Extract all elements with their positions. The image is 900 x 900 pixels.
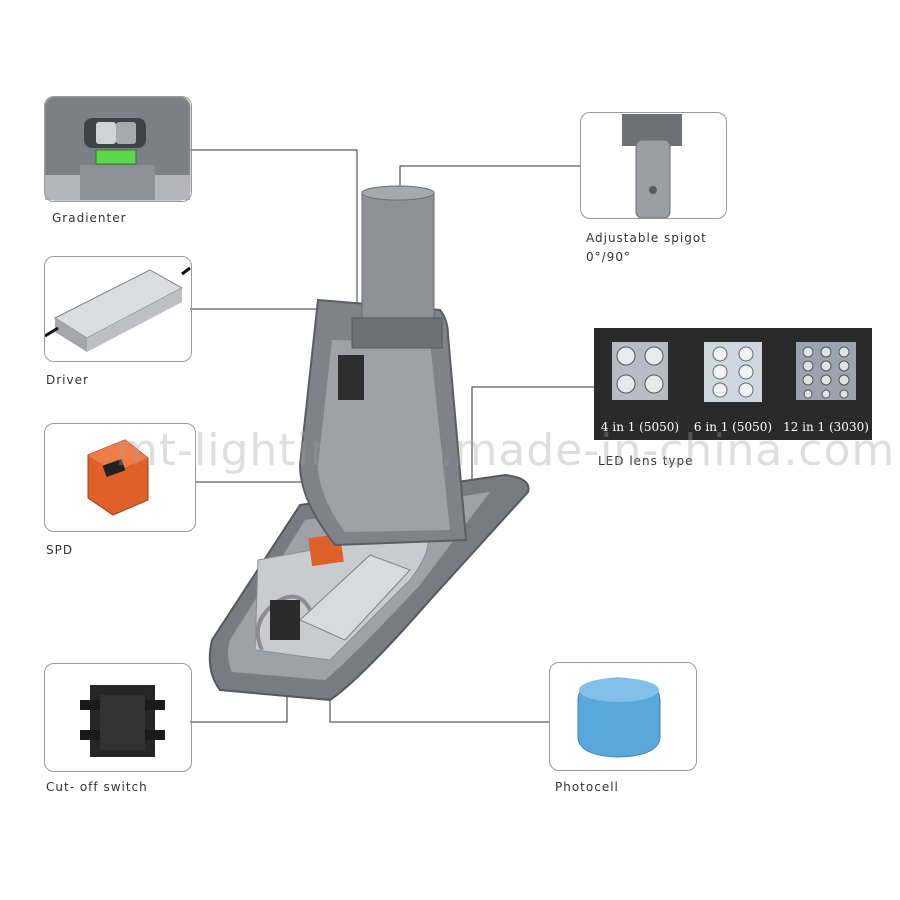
label-spigot-angle: 0°/90° — [586, 250, 631, 264]
lens-4in1-icon — [612, 342, 668, 400]
label-cutoff-switch: Cut- off switch — [46, 780, 148, 794]
watermark: mt-lighting.en.made-in-china.com — [115, 425, 896, 476]
spd-panel — [44, 423, 196, 532]
driver-panel — [44, 256, 192, 362]
lens-label-4in1: 4 in 1 (5050) — [600, 420, 680, 434]
spd-illustration — [87, 439, 149, 516]
cutoff-illustration — [80, 685, 165, 757]
lens-label-6in1: 6 in 1 (5050) — [693, 420, 773, 434]
label-driver: Driver — [46, 373, 89, 387]
gradienter-illustration — [44, 96, 191, 201]
spigot-illustration — [622, 114, 682, 219]
photocell-illustration — [577, 677, 661, 758]
lens-option-12in1: 12 in 1 (3030) — [780, 328, 872, 440]
cutoff-inside — [270, 600, 300, 640]
cutoff-panel — [44, 663, 192, 772]
label-led-lens-type: LED lens type — [598, 454, 694, 468]
label-spd: SPD — [46, 543, 74, 557]
street-light-housing — [208, 185, 530, 702]
lens-option-6in1: 6 in 1 (5050) — [688, 328, 778, 440]
photocell-panel — [549, 662, 697, 771]
led-lens-strip: 4 in 1 (5050) 6 in 1 (5050) 12 in 1 (303… — [594, 328, 872, 440]
driver-illustration — [44, 266, 191, 352]
lens-label-12in1: 12 in 1 (3030) — [783, 420, 869, 434]
spigot-panel — [580, 112, 727, 219]
label-spigot: Adjustable spigot — [586, 231, 707, 245]
terminal-block — [338, 355, 364, 400]
leader-gradienter — [190, 149, 358, 330]
label-gradienter: Gradienter — [52, 211, 127, 225]
lens-6in1-icon — [704, 342, 762, 402]
leader-lens — [471, 386, 594, 490]
label-photocell: Photocell — [555, 780, 619, 794]
spigot — [361, 191, 435, 323]
leader-lines — [190, 149, 594, 723]
lens-option-4in1: 4 in 1 (5050) — [594, 328, 686, 440]
gradienter-panel — [44, 96, 192, 202]
lens-12in1-icon — [796, 342, 856, 400]
